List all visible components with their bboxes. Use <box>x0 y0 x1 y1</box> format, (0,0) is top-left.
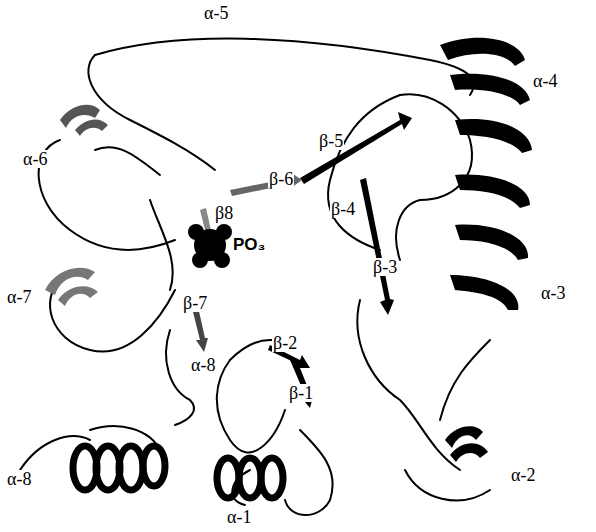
structure-label: α-4 <box>532 72 558 90</box>
structure-label: β-7 <box>182 294 208 312</box>
structure-label: α-7 <box>6 288 32 306</box>
structure-label: β-4 <box>330 200 356 218</box>
structure-label: α-8 <box>6 470 32 488</box>
structure-label: α-8 <box>190 356 216 374</box>
structure-label: β-3 <box>372 258 398 276</box>
structure-label: α-2 <box>510 466 536 484</box>
structure-label: α-5 <box>203 4 229 22</box>
structure-label: β8 <box>214 204 234 222</box>
structure-label: β-5 <box>318 132 344 150</box>
structure-label: α-3 <box>540 284 566 302</box>
structure-label: β-1 <box>288 384 314 402</box>
structure-label: β-2 <box>272 334 298 352</box>
structure-label: α-6 <box>22 150 48 168</box>
structure-label: α-1 <box>226 508 252 526</box>
structure-label: β-6 <box>268 170 294 188</box>
ligand-label: PO₃ <box>232 236 266 253</box>
